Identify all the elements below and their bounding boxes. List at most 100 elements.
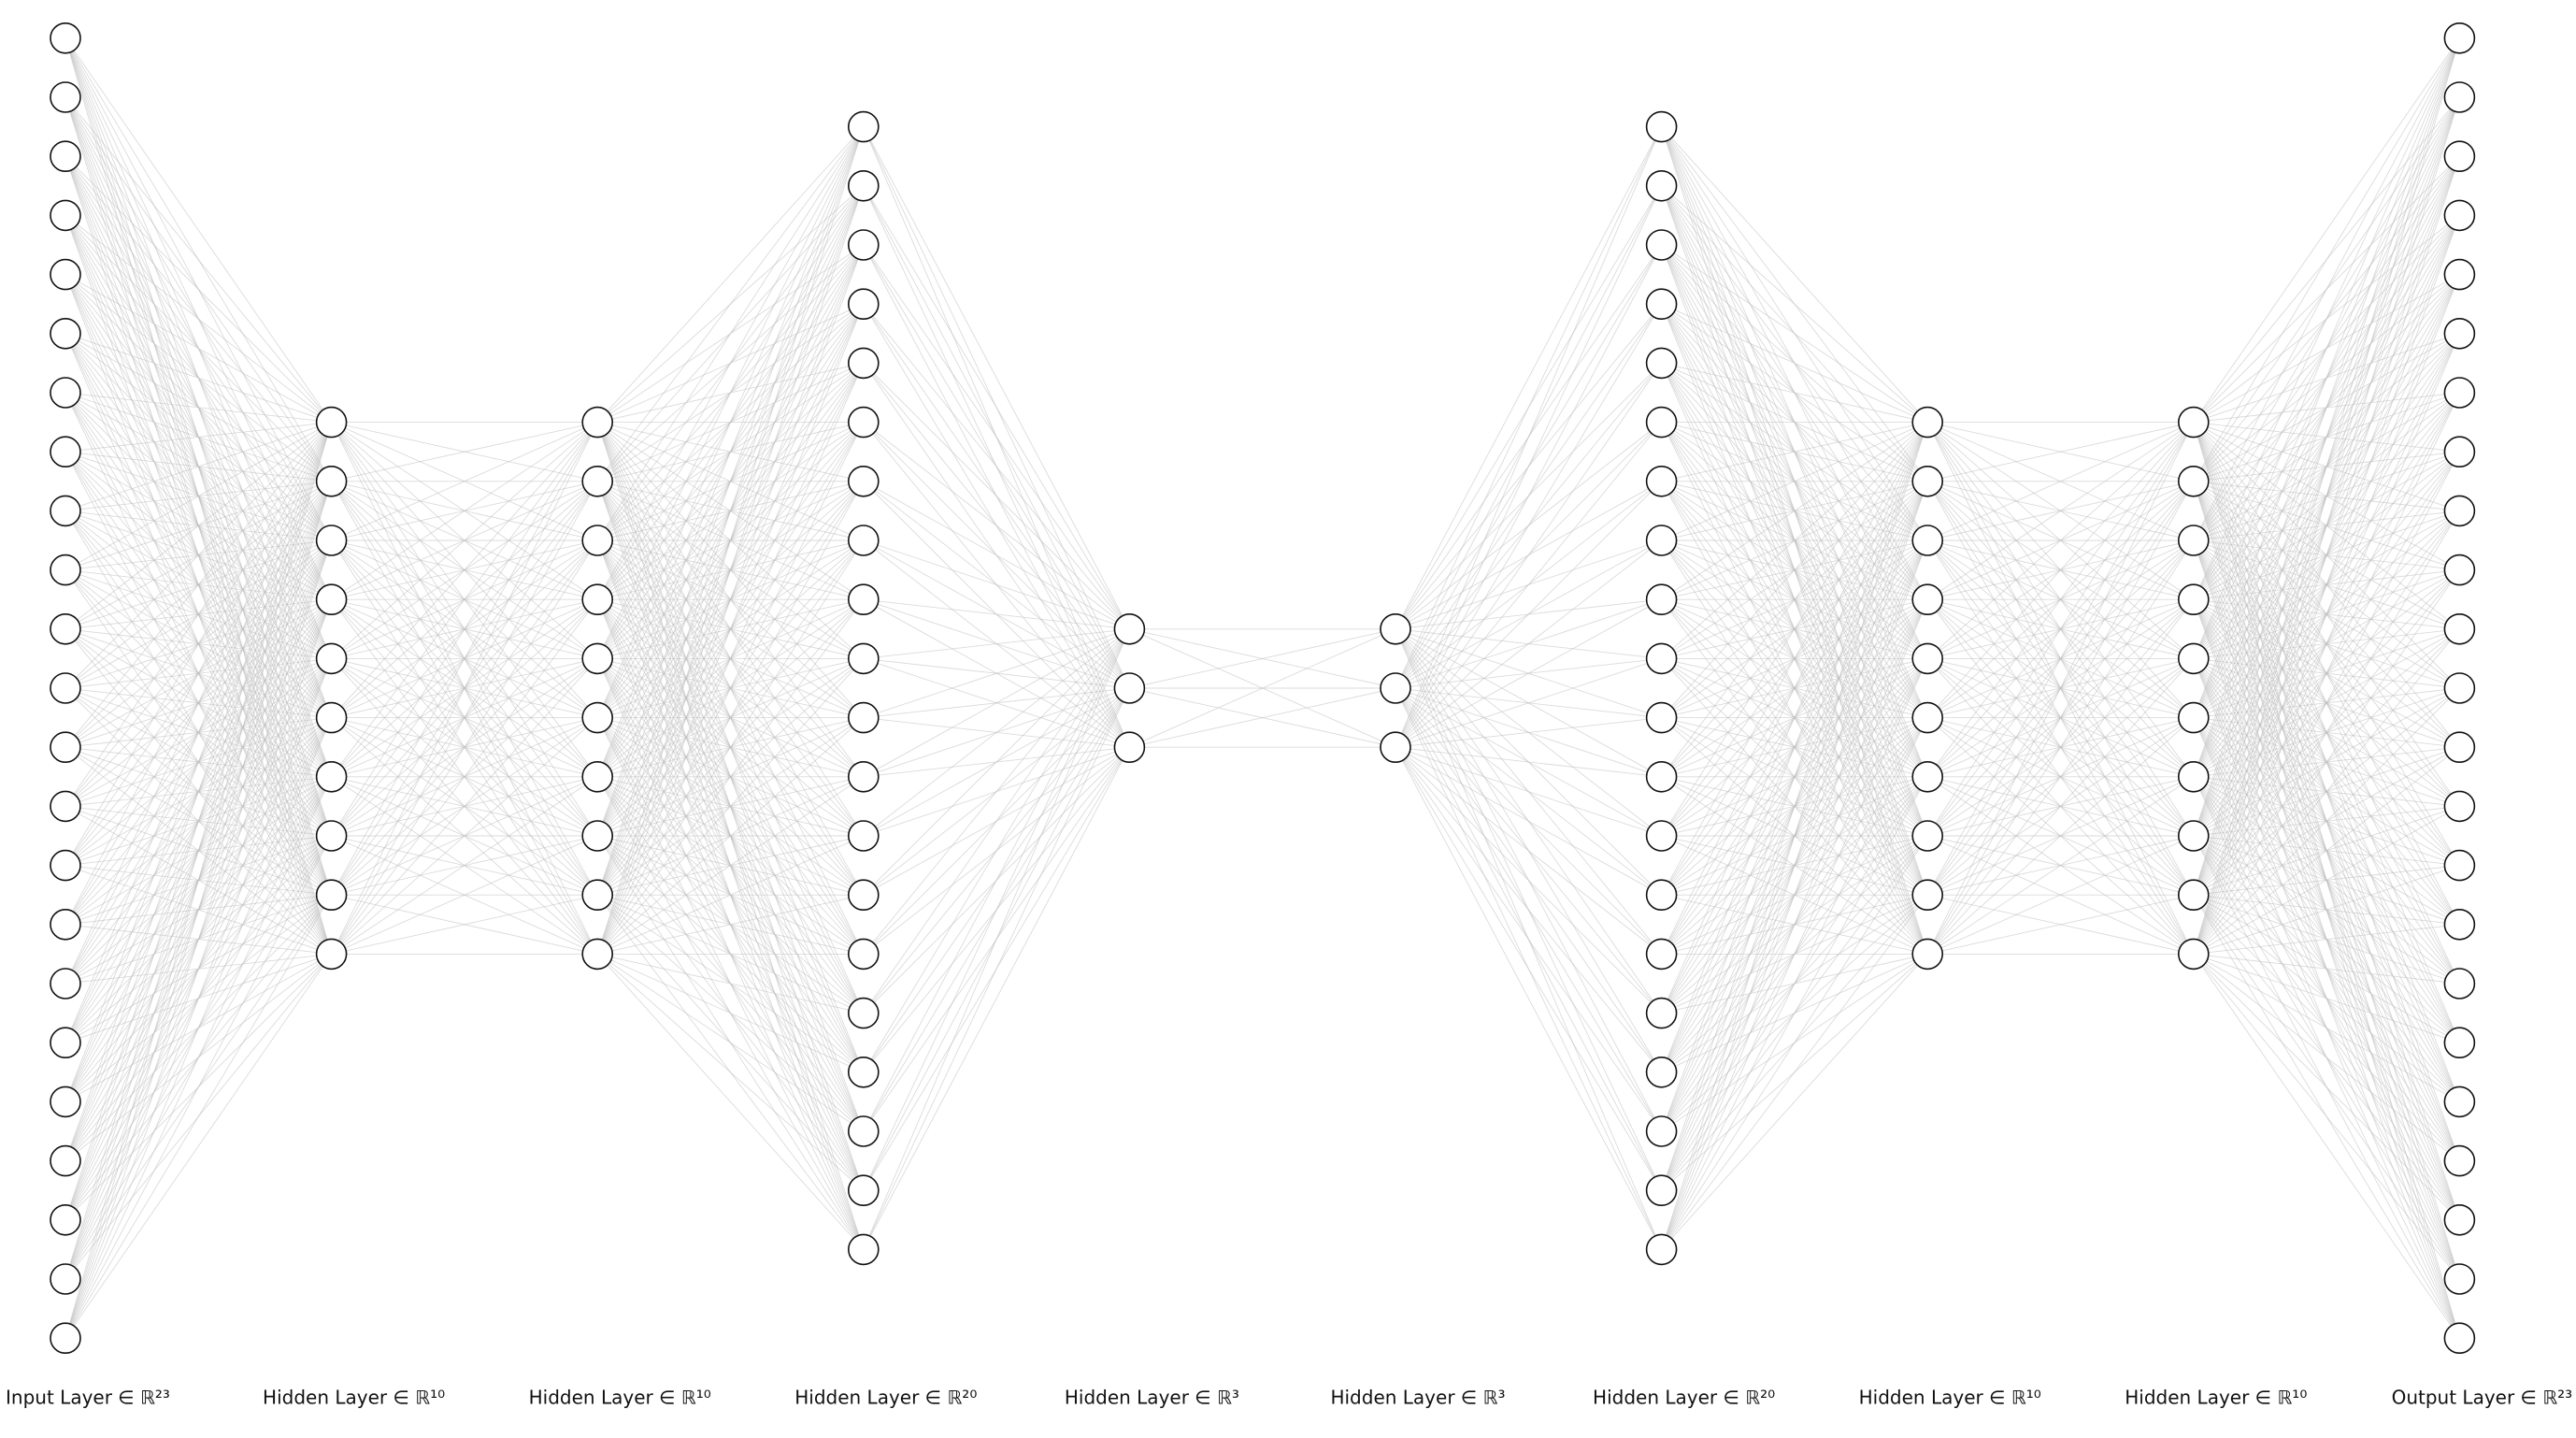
edge-l0-n3-to-l1-n0 [64,214,333,424]
neuron-layer-9-unit-13 [2443,790,2476,823]
edge-l0-n4-to-l1-n0 [64,274,333,424]
edge-l0-n21-to-l1-n0 [64,422,333,1280]
edge-l6-n4-to-l7-n0 [1661,362,1928,424]
edge-l8-n3-to-l9-n0 [2193,37,2460,600]
edge-l0-n6-to-l1-n0 [64,392,333,424]
layer-label-2: Hidden Layer ∈ ℝ¹⁰ [529,1387,711,1409]
edge-l5-n0-to-l6-n0 [1395,126,1663,630]
neuron-layer-7-unit-4 [1911,642,1943,675]
edge-l8-n9-to-l9-n0 [2193,37,2460,955]
neuron-layer-9-unit-14 [2443,849,2476,882]
edge-l7-n1-to-l8-n0 [1926,422,2195,482]
edge-l8-n6-to-l9-n0 [2193,37,2460,778]
edge-l2-n2-to-l3-n0 [596,126,865,541]
edge-l7-n9-to-l8-n6 [1926,776,2195,955]
neuron-layer-6-unit-4 [1645,347,1678,380]
neuron-layer-9-unit-18 [2443,1086,2476,1118]
edge-l1-n7-to-l2-n0 [331,422,598,837]
edge-l2-n9-to-l3-n11 [596,776,865,955]
neuron-layer-3-unit-7 [847,525,880,556]
edge-l3-n11-to-l4-n0 [863,628,1130,778]
edge-l2-n9-to-l3-n9 [596,657,865,955]
neuron-layer-3-unit-16 [847,1057,880,1088]
edge-l0-n22-to-l1-n0 [64,422,333,1339]
neuron-layer-7-unit-9 [1911,938,1943,971]
edge-l0-n15-to-l1-n0 [64,422,333,926]
neuron-layer-9-unit-2 [2443,140,2476,172]
edge-l8-n9-to-l9-n19 [2193,953,2460,1162]
edge-l6-n19-to-l7-n8 [1661,894,1928,1250]
edge-l1-n9-to-l2-n4 [331,657,598,955]
edge-l8-n5-to-l9-n0 [2193,37,2460,719]
edge-l0-n11-to-l1-n0 [64,422,333,689]
edge-l5-n2-to-l6-n9 [1395,657,1663,748]
edge-l0-n10-to-l1-n0 [64,422,333,630]
edge-l0-n12-to-l1-n0 [64,422,333,748]
neuron-layer-9-unit-20 [2443,1204,2476,1236]
neuron-layer-0-unit-7 [50,436,81,468]
neuron-layer-6-unit-5 [1645,406,1678,439]
neuron-layer-9-unit-15 [2443,908,2476,941]
edge-l2-n6-to-l3-n0 [596,126,865,778]
edge-l8-n9-to-l9-n6 [2193,392,2460,955]
neuron-layer-0-unit-5 [50,317,81,350]
layer-label-8: Hidden Layer ∈ ℝ¹⁰ [2125,1387,2307,1409]
neuron-layer-0-unit-8 [50,495,81,527]
neuron-layer-0-unit-14 [50,849,81,882]
edge-l2-n9-to-l3-n3 [596,303,865,955]
edge-l0-n1-to-l1-n0 [64,96,333,424]
edge-l6-n19-to-l7-n3 [1661,598,1928,1250]
neuron-layer-8-unit-5 [2178,701,2210,734]
edge-l8-n9-to-l9-n13 [2193,805,2460,955]
neuron-layer-5-unit-1 [1380,672,1411,704]
neuron-layer-9-unit-3 [2443,199,2476,232]
neuron-layer-7-unit-0 [1911,406,1943,439]
edge-l6-n10-to-l7-n0 [1661,422,1928,719]
edge-l5-n2-to-l6-n11 [1395,746,1663,778]
edge-l0-n19-to-l1-n0 [64,422,333,1162]
edge-l6-n0-to-l7-n0 [1661,126,1928,424]
edge-l8-n9-to-l9-n10 [2193,628,2460,955]
edge-l2-n4-to-l3-n0 [596,126,865,659]
neuron-layer-1-unit-6 [315,760,348,793]
neuron-layer-6-unit-7 [1645,525,1678,556]
edge-l3-n6-to-l4-n0 [863,481,1130,630]
edge-l6-n18-to-l7-n0 [1661,422,1928,1191]
edge-l2-n9-to-l3-n10 [596,717,865,955]
neuron-layer-2-unit-6 [581,760,614,793]
edge-l3-n18-to-l4-n0 [863,628,1130,1191]
edge-l7-n9-to-l8-n7 [1926,835,2195,955]
neuron-layer-0-unit-15 [50,908,81,941]
edge-l2-n9-to-l3-n19 [596,953,865,1250]
neuron-layer-2-unit-7 [581,820,614,852]
neuron-layer-6-unit-16 [1645,1057,1678,1088]
neuron-layer-3-unit-17 [847,1115,880,1147]
edge-l7-n2-to-l8-n0 [1926,422,2195,541]
edge-l8-n9-to-l9-n11 [2193,687,2460,955]
edge-l0-n7-to-l1-n0 [64,422,333,453]
neuron-layer-1-unit-8 [315,879,348,912]
edge-l0-n22-to-l1-n7 [64,835,333,1339]
edge-l8-n9-to-l9-n14 [2193,865,2460,955]
edge-l5-n2-to-l6-n3 [1395,303,1663,748]
neuron-layer-6-unit-8 [1645,583,1678,616]
edge-l6-n13-to-l7-n0 [1661,422,1928,896]
edge-l8-n9-to-l9-n1 [2193,96,2460,955]
neuron-layer-2-unit-8 [581,879,614,912]
edge-l6-n2-to-l7-n0 [1661,244,1928,424]
neuron-layer-3-unit-11 [847,760,880,793]
edge-l8-n7-to-l9-n0 [2193,37,2460,837]
layer-label-7: Hidden Layer ∈ ℝ¹⁰ [1859,1387,2041,1409]
edge-l3-n19-to-l4-n1 [863,687,1130,1250]
neuron-layer-6-unit-13 [1645,879,1678,912]
edge-l8-n9-to-l9-n15 [2193,924,2460,955]
neuron-layer-9-unit-22 [2443,1322,2476,1354]
edge-l2-n1-to-l3-n0 [596,126,865,482]
edge-l5-n2-to-l6-n0 [1395,126,1663,748]
edge-l0-n22-to-l1-n5 [64,717,333,1339]
edge-l6-n15-to-l7-n0 [1661,422,1928,1014]
edge-l8-n9-to-l9-n18 [2193,953,2460,1102]
edge-l8-n9-to-l9-n2 [2193,155,2460,955]
neuron-layer-0-unit-19 [50,1144,81,1177]
edge-l5-n2-to-l6-n12 [1395,746,1663,837]
